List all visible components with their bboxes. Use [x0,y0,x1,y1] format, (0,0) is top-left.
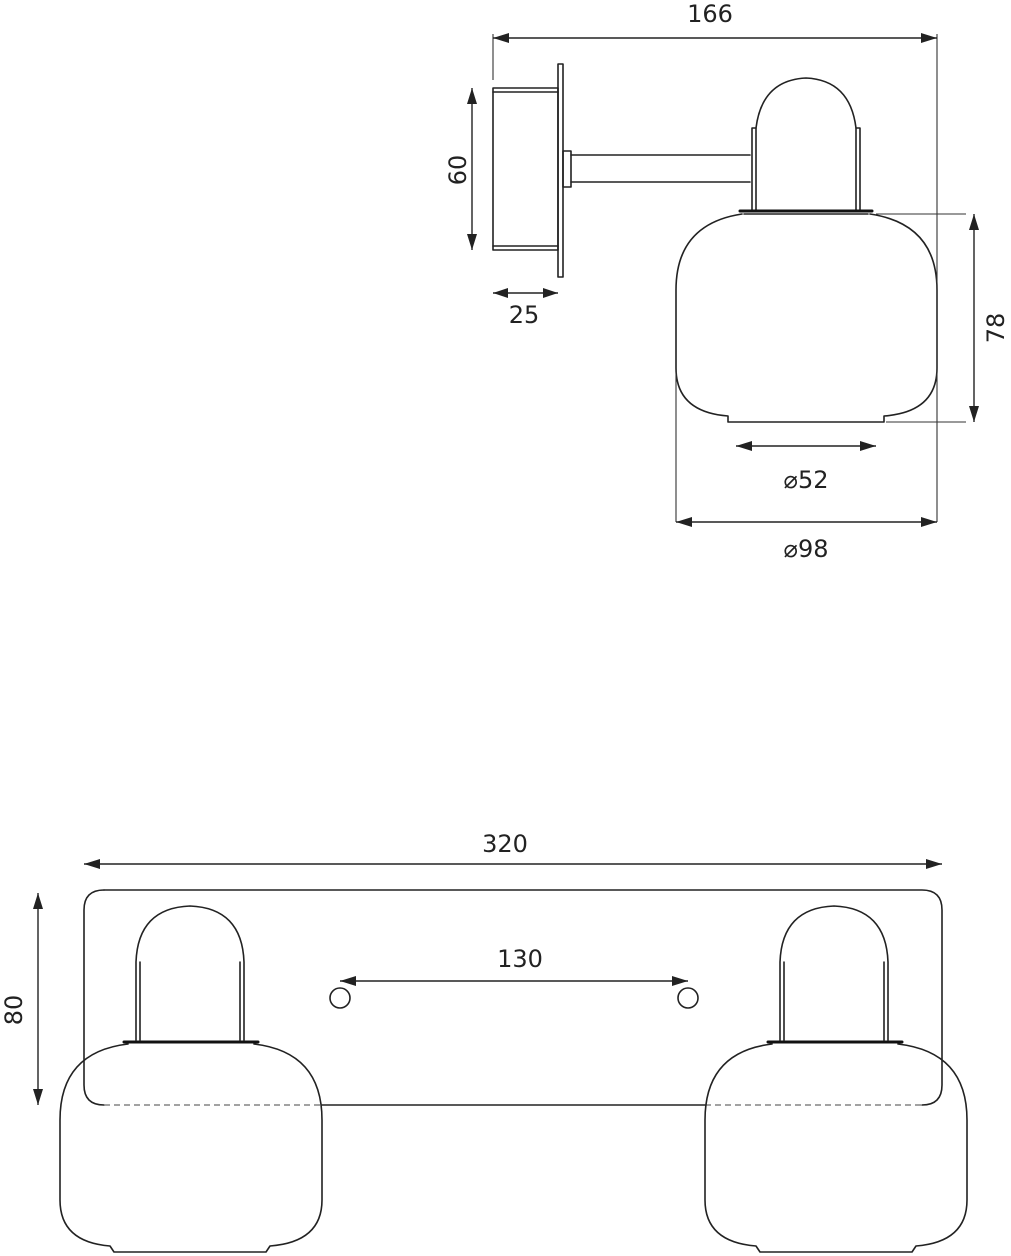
label-shade-height: 78 [982,313,1010,344]
mounting-hole-left [329,987,351,1009]
dim-backplate-depth: 25 [493,288,558,329]
side-arm [562,150,751,188]
side-extension-lines [492,34,966,522]
side-backplate [492,63,564,278]
front-view: 320 130 80 [0,830,968,1253]
label-hole-spacing: 130 [497,945,543,973]
dim-shade-height: 78 [969,214,1010,422]
dim-backplate-height-front: 80 [0,893,43,1105]
label-backplate-height-side: 60 [444,155,472,186]
side-view: 166 60 25 78 ⌀52 [444,0,1010,563]
dim-overall-width-front: 320 [84,830,942,869]
front-lamp-left [59,905,323,1253]
label-overall-width-front: 320 [482,830,528,858]
dim-shade-opening: ⌀52 [736,441,876,494]
dim-shade-diameter: ⌀98 [676,517,937,563]
dim-overall-width-side: 166 [493,0,937,43]
dim-hole-spacing: 130 [340,945,688,986]
front-backplate [83,889,943,1106]
front-lamp-right [704,905,968,1253]
label-shade-diameter: ⌀98 [784,535,829,563]
label-shade-opening: ⌀52 [784,466,829,494]
label-backplate-height-front: 80 [0,995,28,1026]
side-socket [738,77,874,215]
dim-backplate-height-side: 60 [444,88,477,250]
label-overall-width-side: 166 [687,0,733,28]
side-shade [675,213,938,423]
mounting-hole-right [677,987,699,1009]
label-backplate-depth: 25 [509,301,540,329]
